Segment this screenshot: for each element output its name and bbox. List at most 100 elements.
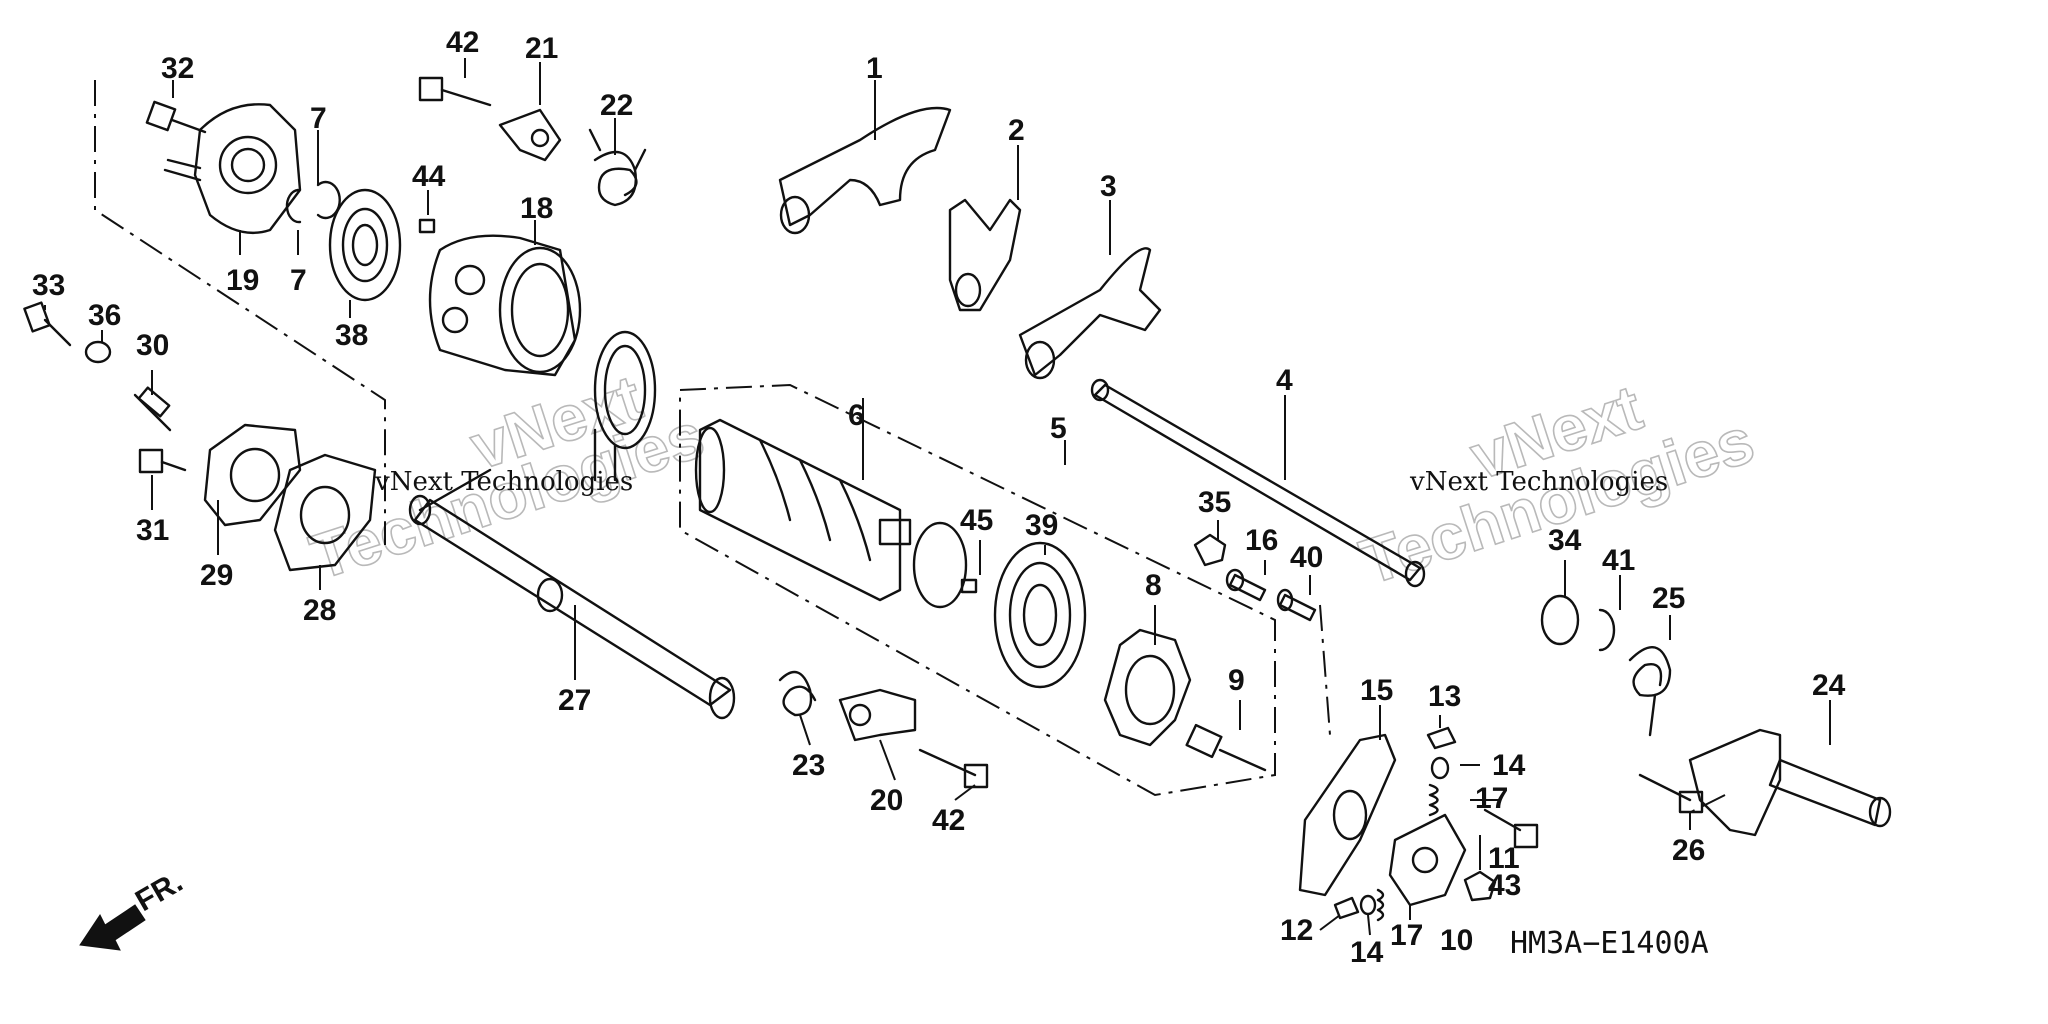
callout-9: 9 [1228,664,1245,697]
callout-20: 20 [870,784,903,817]
callout-35: 35 [1198,486,1231,519]
group-outline-drum [679,383,1276,797]
callout-8: 8 [1145,569,1162,602]
spring-25 [1628,645,1672,737]
plate-28 [273,453,377,572]
callout-7-upper: 7 [310,102,327,135]
callout-21: 21 [525,32,558,65]
roller-14b [1359,894,1377,916]
pin-40 [1276,588,1317,622]
callout-14-upper: 14 [1492,749,1526,782]
callout-41: 41 [1602,544,1635,577]
callout-17-upper: 17 [1475,782,1508,815]
watermark-left: vNext Technologies vNext Technologies [301,360,713,594]
gearshift-spindle-27 [408,468,736,720]
circlip-7 [285,180,341,224]
callout-25: 25 [1652,582,1685,615]
callout-31: 31 [136,514,169,547]
bolt-42-top [418,76,492,107]
pin-45 [960,578,978,594]
callout-labels: 32 19 7 7 38 44 18 42 21 22 33 36 30 31 … [32,26,1846,969]
callout-44: 44 [412,160,446,193]
bolt-42-bottom [918,748,989,789]
bolt-9 [1185,723,1267,772]
bolt-43 [1483,808,1539,849]
spring-17a [1428,783,1439,817]
callout-33: 33 [32,269,65,302]
pin-44 [418,218,436,234]
callout-22: 22 [600,89,633,122]
washer-36 [84,340,112,364]
callout-43: 43 [1488,869,1521,902]
callout-6: 6 [848,399,865,432]
callout-27: 27 [558,684,591,717]
callout-40: 40 [1290,541,1323,574]
fork-shaft-4 [1090,378,1426,588]
callout-7-lower: 7 [290,264,307,297]
ratchet-10 [1388,813,1467,907]
callout-12: 12 [1280,914,1313,947]
callout-11: 11 [1488,842,1520,875]
bearing-39 [993,541,1087,689]
callout-39: 39 [1025,509,1058,542]
bearing-38 [328,188,402,302]
callout-24: 24 [1812,669,1846,702]
bolt-31 [138,448,187,474]
nut-35 [1193,533,1227,567]
spring-23 [778,670,817,717]
nut-11 [1463,870,1497,902]
bolt-33 [23,301,72,347]
callout-42-bottom: 42 [932,804,965,837]
bolt-30 [133,386,172,432]
callout-38: 38 [335,319,368,352]
callout-14-lower: 14 [1350,936,1384,969]
shift-fork-3 [1018,247,1162,380]
callout-19: 19 [226,264,259,297]
oil-seal-34 [1540,594,1580,646]
callout-26: 26 [1672,834,1705,867]
needle-bearing [593,330,657,482]
front-arrow-icon [79,904,146,951]
stopper-arm-20 [838,688,917,742]
shift-drum-center-8 [1103,628,1192,747]
callout-2: 2 [1008,114,1025,147]
callout-32: 32 [161,52,194,85]
callout-13: 13 [1428,680,1461,713]
callout-18: 18 [520,192,553,225]
group-outline-left [94,80,386,545]
gearshift-arm-24 [1688,728,1892,837]
stopper-plate-13 [1426,726,1457,750]
shift-drum-6 [694,418,968,609]
callout-28: 28 [303,594,336,627]
dowel-16 [1225,568,1267,602]
callout-42-top: 42 [446,26,479,59]
front-arrow: FR. [79,865,188,951]
cam-cover-18 [428,234,582,377]
callout-36: 36 [88,299,121,332]
spring-17b [1376,888,1385,922]
shift-fork-1 [778,106,952,235]
callout-45: 45 [960,504,993,537]
callout-29: 29 [200,559,233,592]
callout-4: 4 [1276,364,1293,397]
callout-17-lower: 17 [1390,919,1423,952]
shift-fork-2 [948,198,1022,312]
bolt-32 [145,100,207,134]
callout-34: 34 [1548,524,1582,557]
leader-lines [44,58,1831,936]
callout-30: 30 [136,329,169,362]
stopper-arm-21 [498,108,562,162]
bearing-holder-19 [163,103,302,234]
circlip-41 [1598,608,1616,652]
watermark-caption-right: vNext Technologies [1409,467,1668,497]
plate-15 [1298,733,1397,897]
callout-1: 1 [866,52,883,85]
diagram-code: HM3A−E1400A [1510,926,1709,961]
spring-22 [588,128,647,207]
callout-10: 10 [1440,924,1473,957]
bolt-26 [1638,773,1704,814]
callout-16: 16 [1245,524,1278,557]
watermark-caption-left: vNext Technologies [374,467,633,497]
callout-15: 15 [1360,674,1393,707]
